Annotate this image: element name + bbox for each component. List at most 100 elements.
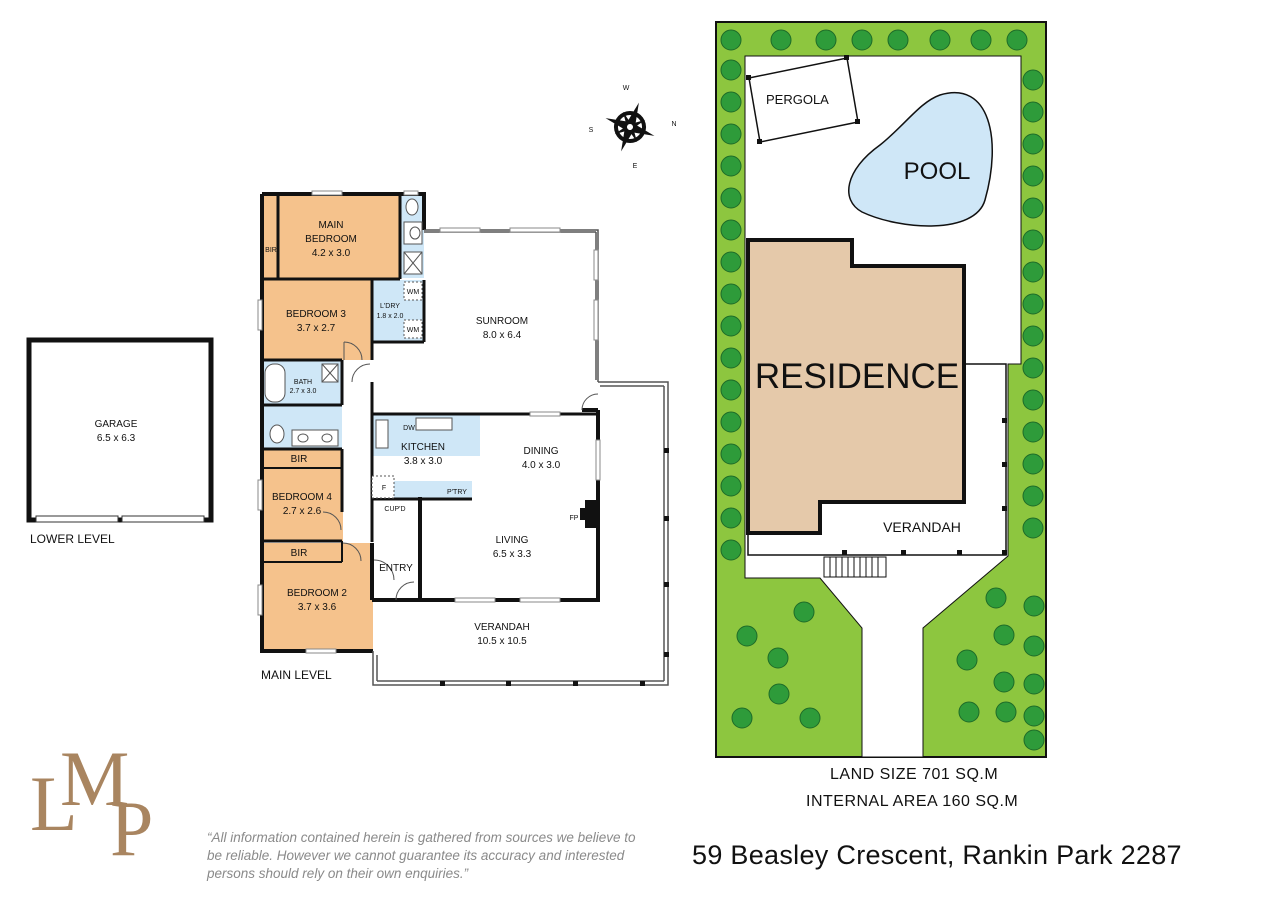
living-name: LIVING	[496, 535, 529, 546]
wm-label-2: WM	[407, 327, 420, 334]
main-level-label: MAIN LEVEL	[261, 668, 332, 682]
bedroom4-bir: BIR	[291, 454, 308, 465]
tree-icon	[887, 29, 909, 51]
tree-icon	[770, 29, 792, 51]
tree-icon	[1022, 165, 1044, 187]
tree-icon	[720, 379, 742, 401]
bedroom2-name: BEDROOM 2	[287, 588, 347, 599]
svg-text:L: L	[30, 760, 78, 847]
tree-icon	[929, 29, 951, 51]
tree-icon	[768, 683, 790, 705]
bath-name: BATH	[294, 379, 312, 386]
tree-icon	[720, 155, 742, 177]
verandah-name: VERANDAH	[474, 622, 530, 633]
tree-icon	[1022, 101, 1044, 123]
tree-icon	[985, 587, 1007, 609]
tree-icon	[1023, 595, 1045, 617]
pool-label: POOL	[904, 158, 971, 185]
sunroom-name: SUNROOM	[476, 316, 528, 327]
cupboard-label: CUP'D	[384, 506, 405, 513]
disclaimer-text: “All information contained herein is gat…	[207, 830, 636, 881]
tree-icon	[720, 59, 742, 81]
verandah-size: 10.5 x 10.5	[477, 636, 527, 647]
site-verandah-label: VERANDAH	[883, 519, 961, 535]
dw-label: DW	[403, 425, 415, 432]
tree-icon	[1022, 133, 1044, 155]
bedroom2-bir: BIR	[291, 548, 308, 559]
svg-text:P: P	[110, 785, 153, 865]
tree-icon	[1022, 453, 1044, 475]
compass-s: S	[589, 127, 594, 134]
tree-icon	[720, 29, 742, 51]
fireplace-icon	[585, 500, 597, 528]
tree-icon	[720, 347, 742, 369]
main-bedroom-name-line1: MAIN	[319, 220, 344, 231]
tree-icon	[720, 283, 742, 305]
tree-icon	[720, 219, 742, 241]
tree-icon	[736, 625, 758, 647]
tree-icon	[1022, 261, 1044, 283]
tree-icon	[1022, 485, 1044, 507]
tree-icon	[720, 123, 742, 145]
tree-icon	[793, 601, 815, 623]
laundry-name: L'DRY	[380, 303, 400, 310]
tree-icon	[720, 475, 742, 497]
tree-icon	[720, 187, 742, 209]
compass-w: W	[623, 85, 630, 92]
lower-level-label: LOWER LEVEL	[30, 532, 115, 546]
tree-icon	[1006, 29, 1028, 51]
tree-icon	[1022, 517, 1044, 539]
main-bedroom-name-line2: BEDROOM	[305, 234, 357, 245]
tree-icon	[1023, 705, 1045, 727]
tree-icon	[720, 315, 742, 337]
kitchen-name: KITCHEN	[401, 442, 445, 453]
tree-icon	[720, 91, 742, 113]
site-plan	[715, 21, 1047, 758]
land-size-text: LAND SIZE 701 SQ.M	[830, 766, 999, 783]
main-bedroom-size: 4.2 x 3.0	[312, 248, 351, 259]
dining-size: 4.0 x 3.0	[522, 460, 561, 471]
tree-icon	[720, 507, 742, 529]
tree-icon	[1022, 421, 1044, 443]
living-size: 6.5 x 3.3	[493, 549, 532, 560]
bath-size: 2.7 x 3.0	[290, 388, 317, 395]
compass-n: N	[671, 121, 676, 128]
tree-icon	[1022, 357, 1044, 379]
property-address: 59 Beasley Crescent, Rankin Park 2287	[692, 840, 1182, 870]
dining-name: DINING	[524, 446, 559, 457]
fireplace-label: FP	[570, 515, 579, 522]
tree-icon	[1023, 635, 1045, 657]
tree-icon	[1022, 197, 1044, 219]
tree-icon	[1023, 729, 1045, 751]
tree-icon	[995, 701, 1017, 723]
fridge-label: F	[382, 485, 386, 492]
tree-icon	[720, 411, 742, 433]
tree-icon	[970, 29, 992, 51]
internal-area-text: INTERNAL AREA 160 SQ.M	[806, 793, 1019, 810]
laundry-size: 1.8 x 2.0	[377, 313, 404, 320]
tree-icon	[1022, 69, 1044, 91]
tree-icon	[1022, 229, 1044, 251]
sunroom-size: 8.0 x 6.4	[483, 330, 522, 341]
pergola-label: PERGOLA	[766, 92, 829, 107]
bedroom4-size: 2.7 x 2.6	[283, 506, 322, 517]
tree-icon	[958, 701, 980, 723]
tree-icon	[956, 649, 978, 671]
tree-icon	[851, 29, 873, 51]
tree-icon	[1023, 673, 1045, 695]
kitchen-size: 3.8 x 3.0	[404, 456, 443, 467]
main-bedroom-bir: BIR	[265, 247, 277, 254]
tree-icon	[993, 624, 1015, 646]
tree-icon	[1022, 325, 1044, 347]
compass-e: E	[633, 163, 638, 170]
tree-icon	[767, 647, 789, 669]
tree-icon	[815, 29, 837, 51]
tree-icon	[1022, 389, 1044, 411]
compass-icon	[605, 102, 655, 152]
garage-name: GARAGE	[95, 419, 138, 430]
entry-name: ENTRY	[379, 563, 413, 574]
tree-icon	[720, 539, 742, 561]
site-trees	[720, 29, 1045, 751]
pantry-label: P'TRY	[447, 489, 467, 496]
